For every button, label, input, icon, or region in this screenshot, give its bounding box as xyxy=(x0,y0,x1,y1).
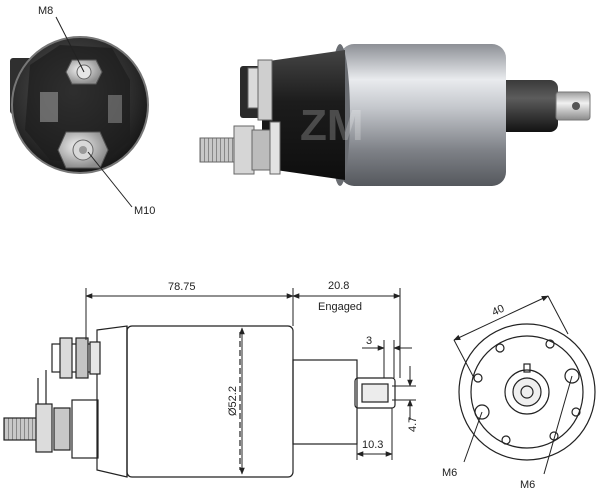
m10-terminal xyxy=(57,131,109,169)
mount-hole-right xyxy=(564,368,580,384)
dim-length-label: 78.75 xyxy=(168,281,196,293)
side-view-drawing xyxy=(3,325,396,478)
hole-label-right: M6 xyxy=(520,479,535,491)
mount-hole-left xyxy=(474,404,490,420)
m8-label: M8 xyxy=(38,5,53,17)
dim-diameter-label: Ø52.2 xyxy=(227,386,239,416)
dim-spacing-label: 40 xyxy=(490,303,506,319)
svg-text:ZM: ZM xyxy=(300,101,364,150)
end-view-photo xyxy=(10,36,149,174)
end-view-drawing xyxy=(453,295,596,475)
m10-label: M10 xyxy=(134,205,155,217)
m10-leader xyxy=(87,151,133,208)
side-view-photo: ZM xyxy=(199,44,591,186)
dim-hole-label: 4.7 xyxy=(407,417,419,432)
hole-label-left: M6 xyxy=(442,467,457,479)
dim-tip-label: 3 xyxy=(366,335,372,347)
dim-offset-label: 10.3 xyxy=(362,439,383,451)
m8-leader xyxy=(55,16,85,73)
dimension-lines xyxy=(85,288,416,475)
dim-stroke-label: 20.8 xyxy=(328,280,349,292)
dim-stroke-note: Engaged xyxy=(318,301,362,313)
